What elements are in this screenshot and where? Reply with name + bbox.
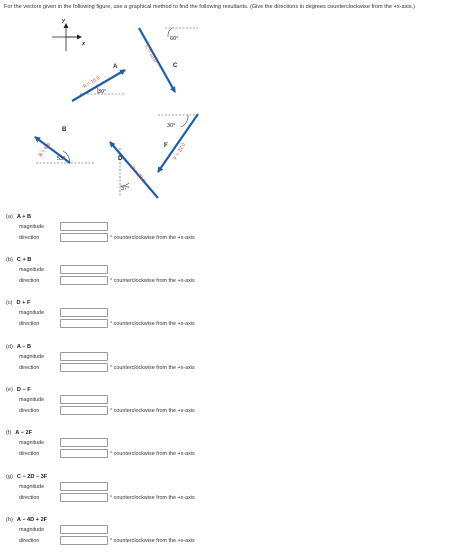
part-expression: A − 2F [15,430,33,436]
vector-figure: y x A A = 10.0 30° C C = 12.0 60° B B = … [34,18,200,199]
vector-b-magnitude-label: B = 6.5 [38,142,53,159]
direction-label: direction [19,321,40,327]
part-expression: A − B [16,344,32,350]
part-c: (c)D + F magnitude direction ° counterclo… [6,299,306,330]
vector-a: A A = 10.0 30° [71,64,126,102]
direction-input-f[interactable] [60,449,108,458]
part-expression: D − F [16,387,31,393]
magnitude-label: magnitude [19,527,45,533]
magnitude-input-d[interactable] [60,352,108,361]
vector-b-symbol: B [62,127,67,133]
magnitude-label: magnitude [19,397,45,403]
magnitude-input-b[interactable] [60,265,108,274]
direction-unit-label: ° counterclockwise from the +x-axis [110,451,195,457]
part-label: (e) [6,387,13,393]
vector-c-magnitude-label: C = 12.0 [143,44,158,64]
part-e: (e)D − F magnitude direction ° counterclo… [6,386,306,417]
direction-label: direction [19,408,40,414]
part-label: (c) [6,300,13,306]
vector-a-angle-label: 30° [98,89,106,95]
part-expression: A + B [16,214,32,220]
direction-label: direction [19,278,40,284]
direction-label: direction [19,451,40,457]
coordinate-axes: y x [52,18,86,51]
magnitude-input-h[interactable] [60,525,108,534]
direction-label: direction [19,495,40,501]
direction-unit-label: ° counterclockwise from the +x-axis [110,278,195,284]
magnitude-input-c[interactable] [60,308,108,317]
part-b: (b)C + B magnitude direction ° counterclo… [6,256,306,287]
direction-unit-label: ° counterclockwise from the +x-axis [110,495,195,501]
vector-f-symbol: F [164,143,168,149]
direction-unit-label: ° counterclockwise from the +x-axis [110,321,195,327]
direction-input-a[interactable] [60,233,108,242]
vector-c-symbol: C [173,63,178,69]
part-expression: A − 4D + 2F [16,517,48,523]
part-label: (d) [6,344,13,350]
x-axis-label: x [81,41,86,47]
part-expression: C + B [16,257,32,263]
vector-c: C C = 12.0 60° [138,27,198,93]
magnitude-label: magnitude [19,267,45,273]
vector-a-symbol: A [113,64,118,70]
part-label: (f) [6,430,12,436]
vector-d-magnitude-label: D = 22.0 [129,165,146,184]
magnitude-input-e[interactable] [60,395,108,404]
vector-d-symbol: D [118,156,123,162]
magnitude-label: magnitude [19,484,45,490]
part-label: (g) [6,474,13,480]
direction-input-g[interactable] [60,493,108,502]
direction-label: direction [19,538,40,544]
magnitude-label: magnitude [19,354,45,360]
part-h: (h)A − 4D + 2F magnitude direction ° coun… [6,516,306,547]
direction-unit-label: ° counterclockwise from the +x-axis [110,408,195,414]
part-label: (a) [6,214,13,220]
direction-label: direction [19,235,40,241]
part-d: (d)A − B magnitude direction ° counterclo… [6,343,306,374]
y-axis-label: y [61,18,66,24]
direction-input-h[interactable] [60,536,108,545]
direction-input-e[interactable] [60,406,108,415]
magnitude-label: magnitude [19,224,45,230]
magnitude-input-g[interactable] [60,482,108,491]
vector-d: D D = 22.0 37° [109,141,159,199]
problem-prompt: For the vectors given in the following f… [4,4,415,10]
part-expression: C − 2D − 3F [16,474,48,480]
magnitude-label: magnitude [19,440,45,446]
magnitude-label: magnitude [19,310,45,316]
vector-b-angle-label: 53° [57,156,65,162]
part-label: (b) [6,257,13,263]
part-expression: D + F [16,300,31,306]
vector-f-angle-label: 30° [167,123,175,129]
direction-unit-label: ° counterclockwise from the +x-axis [110,365,195,371]
vector-d-angle-label: 37° [121,186,129,192]
vector-c-angle-label: 60° [170,36,178,42]
direction-label: direction [19,365,40,371]
part-a: (a)A + B magnitude direction ° counterclo… [6,213,306,244]
part-f: (f)A − 2F magnitude direction ° countercl… [6,429,306,460]
vector-f: F F = 22.0 30° [157,113,200,173]
direction-input-b[interactable] [60,276,108,285]
part-g: (g)C − 2D − 3F magnitude direction ° coun… [6,473,306,504]
direction-unit-label: ° counterclockwise from the +x-axis [110,538,195,544]
magnitude-input-a[interactable] [60,222,108,231]
magnitude-input-f[interactable] [60,438,108,447]
vector-a-magnitude-label: A = 10.0 [82,75,101,90]
vector-f-magnitude-label: F = 22.0 [173,142,188,161]
direction-unit-label: ° counterclockwise from the +x-axis [110,235,195,241]
part-label: (h) [6,517,13,523]
direction-input-c[interactable] [60,319,108,328]
vector-b: B B = 6.5 53° [34,127,95,164]
direction-input-d[interactable] [60,363,108,372]
